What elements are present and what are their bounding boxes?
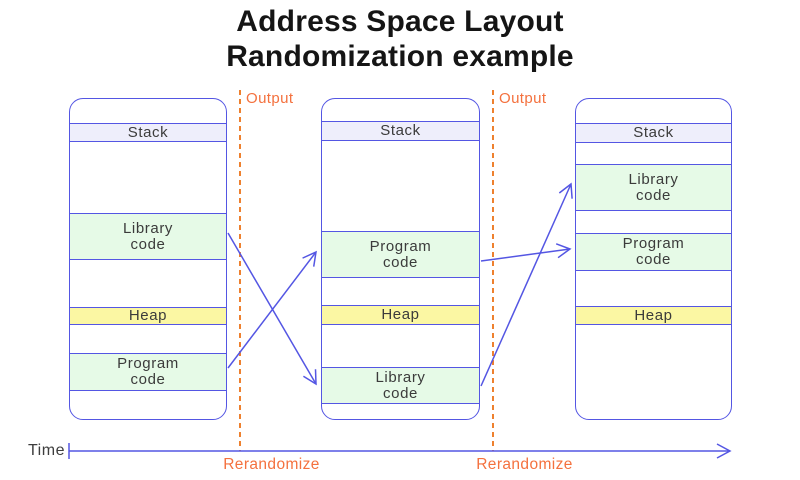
segment-stack: Stack	[322, 121, 479, 141]
segment-program-code: Program code	[322, 231, 479, 278]
segment-label-stack: Stack	[380, 122, 421, 139]
output-label-2: Output	[499, 90, 547, 107]
segment-label-heap: Heap	[381, 306, 420, 323]
page-title-line-1: Address Space Layout	[236, 5, 564, 38]
arrow-library-code-move-1	[227, 232, 317, 386]
segment-label-program-code: Program code	[622, 235, 685, 268]
output-label-1: Output	[246, 90, 294, 107]
segment-heap: Heap	[576, 306, 731, 325]
arrow-program-code-move-2	[480, 243, 572, 262]
rerandomize-label-2: Rerandomize	[476, 456, 573, 473]
segment-label-heap: Heap	[634, 306, 673, 324]
segment-label-program-code: Program code	[369, 237, 432, 271]
arrow-program-code-move-1	[227, 250, 317, 369]
segment-library-code: Library code	[576, 164, 731, 211]
segment-label-library-code: Library code	[375, 368, 426, 402]
segment-library-code: Library code	[70, 213, 226, 260]
segment-heap: Heap	[322, 305, 479, 325]
time-axis-label: Time	[28, 442, 65, 459]
segment-label-library-code: Library code	[628, 170, 679, 204]
segment-library-code: Library code	[322, 367, 479, 404]
segment-label-heap: Heap	[128, 307, 168, 324]
rerandomize-label-1: Rerandomize	[223, 456, 320, 473]
segment-label-program-code: Program code	[117, 355, 179, 388]
segment-label-library-code: Library code	[122, 219, 174, 253]
segment-stack: Stack	[70, 123, 226, 142]
segment-label-stack: Stack	[127, 123, 169, 141]
segment-heap: Heap	[70, 307, 226, 325]
page-title-line-2: Randomization example	[226, 40, 574, 73]
arrow-library-code-move-2	[480, 182, 573, 387]
segment-label-stack: Stack	[633, 124, 674, 141]
segment-stack: Stack	[576, 123, 731, 143]
page-title: Address Space Layout Randomization examp…	[0, 4, 800, 74]
segment-program-code: Program code	[576, 233, 731, 271]
segment-program-code: Program code	[70, 353, 226, 391]
